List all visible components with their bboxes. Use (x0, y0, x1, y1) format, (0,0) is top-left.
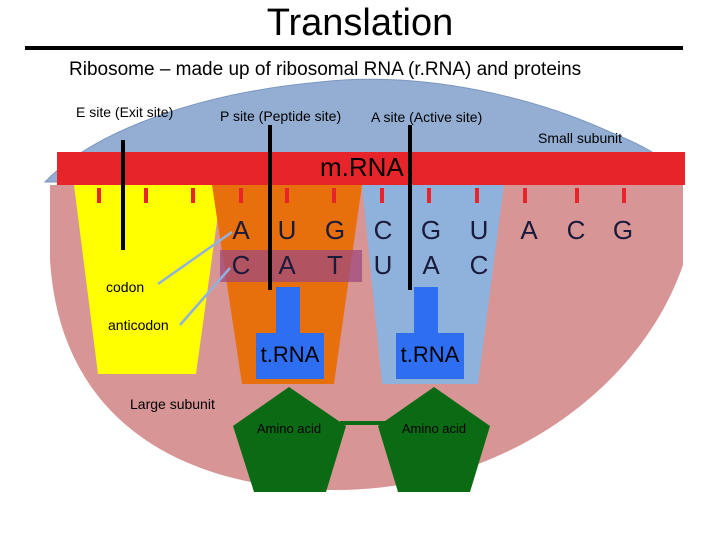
codon-label: codon (106, 279, 145, 295)
page-title: Translation (266, 2, 454, 44)
title-divider (25, 46, 683, 50)
mrna-band (57, 152, 685, 185)
a-site-label: A site (Active site) (371, 109, 483, 125)
codon-letter: C (566, 215, 586, 245)
anticodon-letter: U (373, 250, 393, 280)
codon-letter: U (277, 215, 297, 245)
trna-box-a (396, 333, 464, 379)
trna-stem-p (276, 287, 300, 337)
trna-label-a: t.RNA (400, 342, 460, 367)
large-subunit-label: Large subunit (130, 396, 215, 412)
trna-stem-a (414, 287, 438, 337)
anticodon-letter: T (327, 250, 343, 280)
codon-letter: G (324, 215, 346, 245)
e-site-label: E site (Exit site) (76, 104, 174, 120)
trna-box-p (256, 333, 324, 379)
codon-pointer (157, 230, 233, 286)
amino-acid-label-1: Amino acid (256, 421, 322, 436)
subtitle: Ribosome – made up of ribosomal RNA (r.R… (69, 59, 582, 80)
codon-letter: C (373, 215, 393, 245)
p-site-label: P site (Peptide site) (220, 108, 342, 124)
mrna-label: m.RNA (320, 152, 404, 182)
amino-acid-label-2: Amino acid (401, 421, 467, 436)
amino-acid-shape-2 (378, 387, 490, 492)
codon-letter: A (232, 215, 250, 245)
codon-letter: G (612, 215, 634, 245)
trna-label-p: t.RNA (260, 342, 320, 367)
e-site-trna (74, 185, 222, 374)
codon-letter: A (520, 215, 538, 245)
anticodon-letter: A (422, 250, 440, 280)
anticodon-band (220, 250, 362, 282)
small-subunit-label: Small subunit (538, 130, 623, 146)
p-site-trna (212, 185, 362, 384)
mrna-ticks (97, 188, 626, 203)
codon-letter: G (420, 215, 442, 245)
codon-letter: U (469, 215, 489, 245)
anticodon-pointer (179, 267, 231, 326)
anticodon-label: anticodon (108, 317, 169, 333)
amino-acid-shape-1 (233, 387, 346, 492)
anticodon-letter: A (278, 250, 296, 280)
anticodon-letter: C (469, 250, 489, 280)
anticodon-letter: C (231, 250, 251, 280)
